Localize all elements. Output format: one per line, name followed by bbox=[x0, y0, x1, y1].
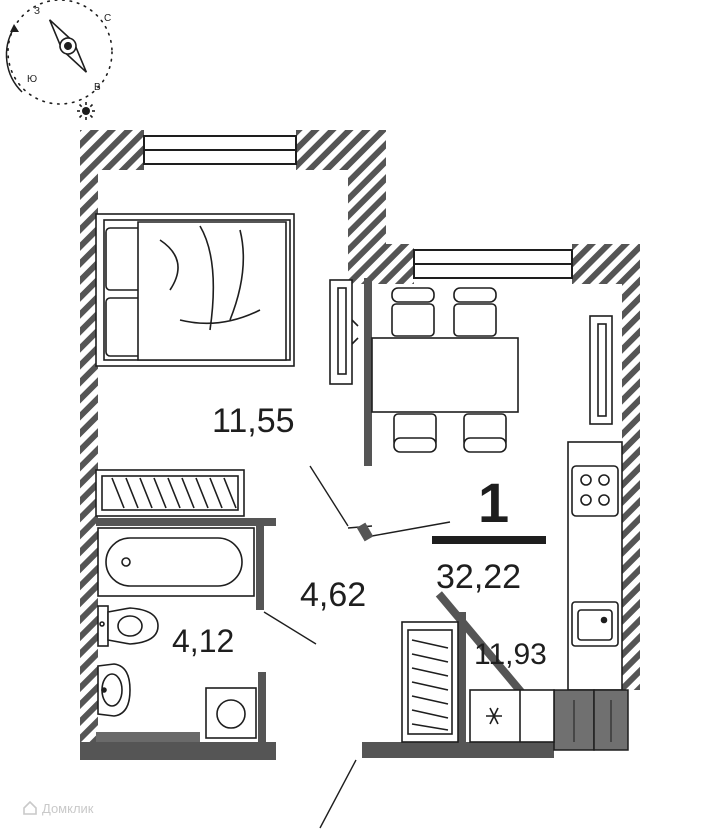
snowflake-icon bbox=[486, 707, 502, 725]
tv-kitchen bbox=[589, 315, 613, 425]
compass-north: С bbox=[104, 13, 111, 24]
kitchen-area: 11,93 bbox=[474, 638, 547, 671]
exterior-walls bbox=[80, 130, 640, 760]
room-count: 1 bbox=[478, 471, 509, 534]
toilet bbox=[97, 605, 159, 647]
compass-south: Ю bbox=[27, 74, 37, 85]
compass-east: В bbox=[94, 82, 101, 93]
compass: З С Ю В bbox=[5, 0, 113, 120]
bathtub bbox=[97, 527, 255, 597]
interior-walls bbox=[96, 278, 539, 742]
kitchen-counter bbox=[567, 441, 623, 691]
house-icon bbox=[23, 800, 37, 815]
washing-machine bbox=[205, 687, 257, 739]
kitchen-cabinets bbox=[553, 689, 629, 751]
chair bbox=[391, 287, 435, 337]
windows bbox=[143, 135, 573, 279]
rotation-arrow bbox=[5, 27, 23, 93]
summary-divider bbox=[432, 536, 546, 544]
compass-west: З bbox=[34, 6, 40, 17]
double-bed bbox=[95, 213, 295, 367]
dining-table bbox=[371, 337, 519, 413]
fridge bbox=[469, 689, 555, 743]
door-swings bbox=[263, 465, 451, 829]
chair bbox=[453, 287, 497, 337]
total-area: 32,22 bbox=[436, 558, 521, 596]
bedroom-area: 11,55 bbox=[212, 402, 295, 440]
bedroom-radiator bbox=[95, 469, 245, 517]
watermark: Домклик bbox=[22, 800, 94, 816]
washbasin bbox=[97, 663, 131, 717]
sun-icon bbox=[77, 102, 95, 120]
watermark-text: Домклик bbox=[42, 800, 94, 816]
stove-icon bbox=[571, 465, 619, 517]
chairs bbox=[391, 287, 507, 453]
bathroom-area: 4,12 bbox=[172, 623, 234, 659]
compass-needle-icon bbox=[48, 19, 88, 73]
bathroom-shelf bbox=[96, 732, 200, 742]
tv-bedroom bbox=[329, 279, 359, 385]
kitchen-radiator bbox=[401, 621, 459, 743]
hallway-area: 4,62 bbox=[300, 576, 366, 614]
chair bbox=[393, 413, 437, 453]
chair bbox=[463, 413, 507, 453]
